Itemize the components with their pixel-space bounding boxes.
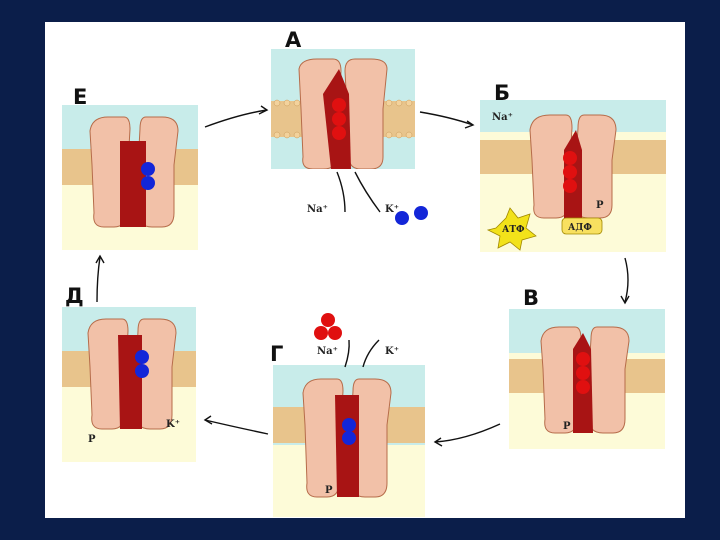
- phosphate-label: P: [88, 434, 96, 445]
- na-label: Na⁺: [492, 112, 513, 123]
- k-label: K⁺: [385, 346, 399, 357]
- sodium-ion: [314, 313, 342, 340]
- adp-label: АДФ: [568, 223, 592, 233]
- k-label: K⁺: [385, 204, 399, 215]
- panel-label-e: Е: [73, 85, 88, 109]
- panel-label-a: А: [285, 28, 302, 52]
- k-label: K⁺: [166, 419, 180, 430]
- atp-burst: [486, 207, 537, 251]
- diagram-canvas: А Б В Г Д Е Na⁺ P: [45, 22, 685, 518]
- panel-a: [271, 49, 415, 169]
- panel-e: [62, 105, 198, 250]
- panel-v: P: [509, 309, 665, 449]
- panel-b: Na⁺ P АТФ АДФ: [480, 100, 666, 252]
- na-label: Na⁺: [307, 204, 328, 215]
- atp-label: АТФ: [502, 225, 525, 235]
- panel-label-d: Д: [65, 284, 84, 308]
- phosphate-label: P: [563, 421, 571, 432]
- potassium-ion: [395, 206, 428, 225]
- panel-label-g: Г: [270, 342, 284, 366]
- panel-label-b: Б: [494, 81, 511, 105]
- na-label: Na⁺: [317, 346, 338, 357]
- panel-d: K⁺ P: [62, 307, 196, 462]
- phosphate-label: P: [596, 200, 604, 211]
- panel-g: P: [273, 365, 425, 517]
- adp-box: [561, 217, 603, 235]
- phosphate-label: P: [325, 485, 333, 496]
- sodium-ion: [332, 98, 346, 140]
- panel-label-v: В: [523, 286, 540, 310]
